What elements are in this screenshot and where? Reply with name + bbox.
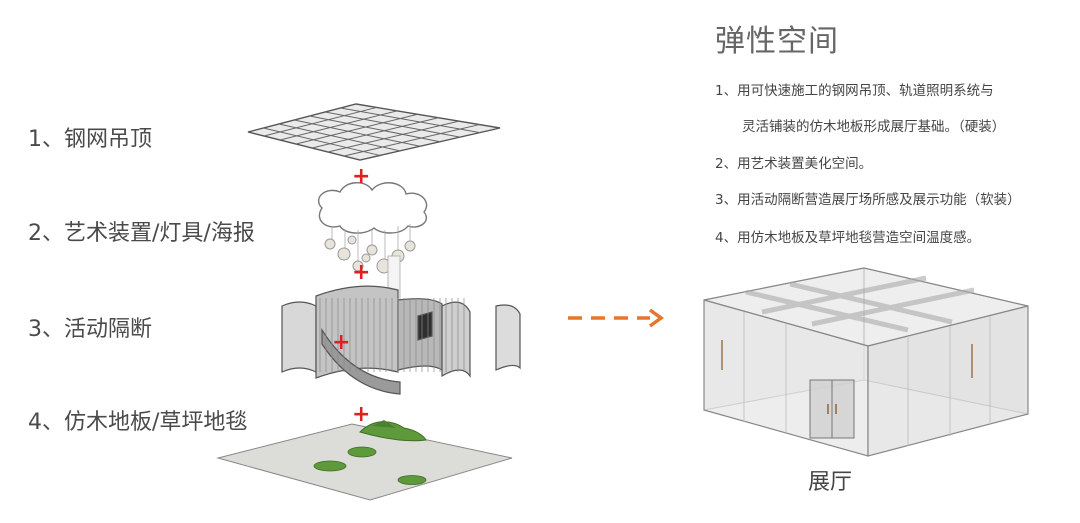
- result-point: 4、用仿木地板及草坪地毯营造空间温度感。: [715, 230, 981, 246]
- result-point: 1、用可快速施工的钢网吊顶、轨道照明系统与: [715, 83, 994, 99]
- plus-sign: +: [332, 330, 351, 355]
- plus-sign: +: [352, 164, 371, 189]
- result-label: 展厅: [808, 470, 853, 495]
- result-point: 灵活铺装的仿木地板形成展厅基础。（硬装）: [742, 119, 1006, 135]
- result-point: 2、用艺术装置美化空间。: [715, 156, 873, 172]
- layer-label-art: 2、艺术装置/灯具/海报: [28, 221, 255, 246]
- layer-label-partition: 3、活动隔断: [28, 317, 152, 342]
- plus-sign: +: [352, 260, 371, 285]
- layer-label-ceiling: 1、钢网吊顶: [28, 127, 152, 152]
- result-title: 弹性空间: [715, 24, 839, 59]
- layer-label-floor: 4、仿木地板/草坪地毯: [28, 410, 248, 435]
- plus-sign: +: [352, 402, 371, 427]
- result-point: 3、用活动隔断营造展厅场所感及展示功能（软装）: [715, 192, 1021, 208]
